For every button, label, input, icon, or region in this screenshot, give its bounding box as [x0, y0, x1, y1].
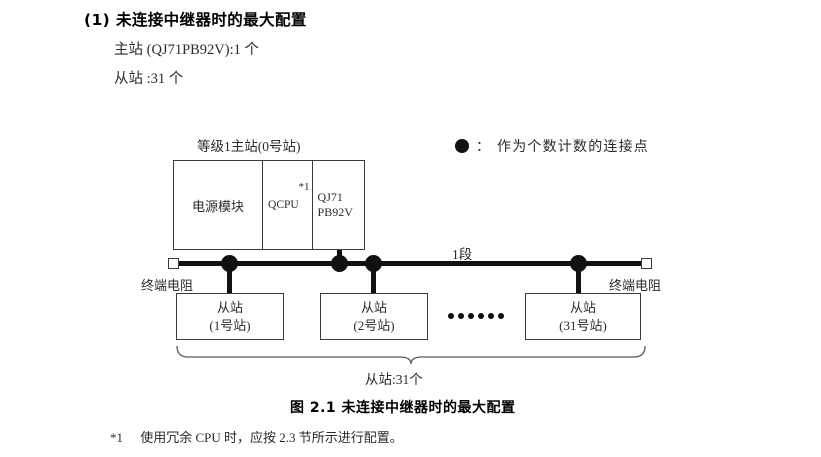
slave-31-line2: (31号站): [559, 317, 607, 333]
connection-node-slave2: [365, 255, 382, 272]
terminal-resistor-right-icon: [641, 258, 652, 269]
footnote: *1 使用冗余 CPU 时，应按 2.3 节所示进行配置。: [110, 427, 403, 446]
slave-31-line1: 从站: [569, 299, 596, 315]
legend: ： 作为个数计数的连接点: [455, 136, 649, 156]
legend-label: 作为个数计数的连接点: [497, 140, 649, 155]
network-module-line1: QJ71: [317, 190, 343, 204]
footnote-marker: *1: [110, 430, 123, 445]
filled-circle-icon: [455, 139, 469, 153]
ellipsis-dots-icon: [448, 313, 504, 319]
page-title: (1) 未连接中继器时的最大配置: [84, 8, 644, 30]
legend-separator: ：: [476, 140, 490, 155]
ellipsis-dot: [468, 313, 474, 319]
slave-1-line2: (1号站): [209, 317, 251, 333]
cpu-label: QCPU: [268, 199, 299, 211]
terminal-resistor-left-label: 终端电阻: [141, 278, 194, 293]
bus-trunk-line: [176, 261, 642, 266]
master-station-caption: 等级1主站(0号站): [197, 139, 301, 154]
rack-cell-network-module: QJ71 PB92V: [313, 161, 364, 249]
spec-master-count: 主站 (QJ71PB92V):1 个: [114, 42, 260, 58]
footnote-text: 使用冗余 CPU 时，应按 2.3 节所示进行配置。: [140, 430, 403, 445]
drop-lead-slave2: [371, 266, 376, 293]
ellipsis-dot: [478, 313, 484, 319]
ellipsis-dot: [488, 313, 494, 319]
power-supply-label: 电源模块: [192, 198, 245, 214]
ellipsis-dot: [458, 313, 464, 319]
slave-station-box-31: 从站 (31号站): [525, 293, 641, 340]
terminal-resistor-right-label: 终端电阻: [609, 278, 662, 293]
network-module-line2: PB92V: [317, 205, 353, 219]
ellipsis-dot: [448, 313, 454, 319]
network-module-label: QJ71 PB92V: [318, 190, 353, 220]
ellipsis-dot: [498, 313, 504, 319]
slave-station-box-1: 从站 (1号站): [176, 293, 284, 340]
heading-block: (1) 未连接中继器时的最大配置 主站 (QJ71PB92V):1 个 从站 :…: [84, 8, 644, 88]
spec-slave-count: 从站 :31 个: [114, 71, 184, 87]
cpu-footnote-marker: *1: [298, 181, 310, 193]
slave-2-line1: 从站: [360, 299, 387, 315]
connection-node-slave31: [570, 255, 587, 272]
master-rack: 电源模块 QCPU *1 QJ71 PB92V: [173, 160, 365, 250]
slave-1-line1: 从站: [216, 299, 243, 315]
terminal-resistor-left-icon: [168, 258, 179, 269]
connection-node-slave1: [221, 255, 238, 272]
figure-caption: 图 2.1 未连接中继器时的最大配置: [290, 400, 516, 416]
rack-cell-power-supply: 电源模块: [174, 161, 264, 249]
segment-label: 1段: [452, 247, 473, 262]
slave-2-line2: (2号站): [353, 317, 395, 333]
drop-lead-slave1: [227, 266, 232, 293]
rack-cell-cpu: QCPU *1: [263, 161, 313, 249]
slave-group-label: 从站:31个: [365, 372, 423, 387]
slave-station-box-2: 从站 (2号站): [320, 293, 428, 340]
slave-group-brace: [176, 345, 646, 365]
section-number: (1): [84, 11, 111, 29]
drop-lead-slave31: [576, 266, 581, 293]
connection-node-master: [331, 255, 348, 272]
section-title-text: 未连接中继器时的最大配置: [115, 11, 307, 29]
